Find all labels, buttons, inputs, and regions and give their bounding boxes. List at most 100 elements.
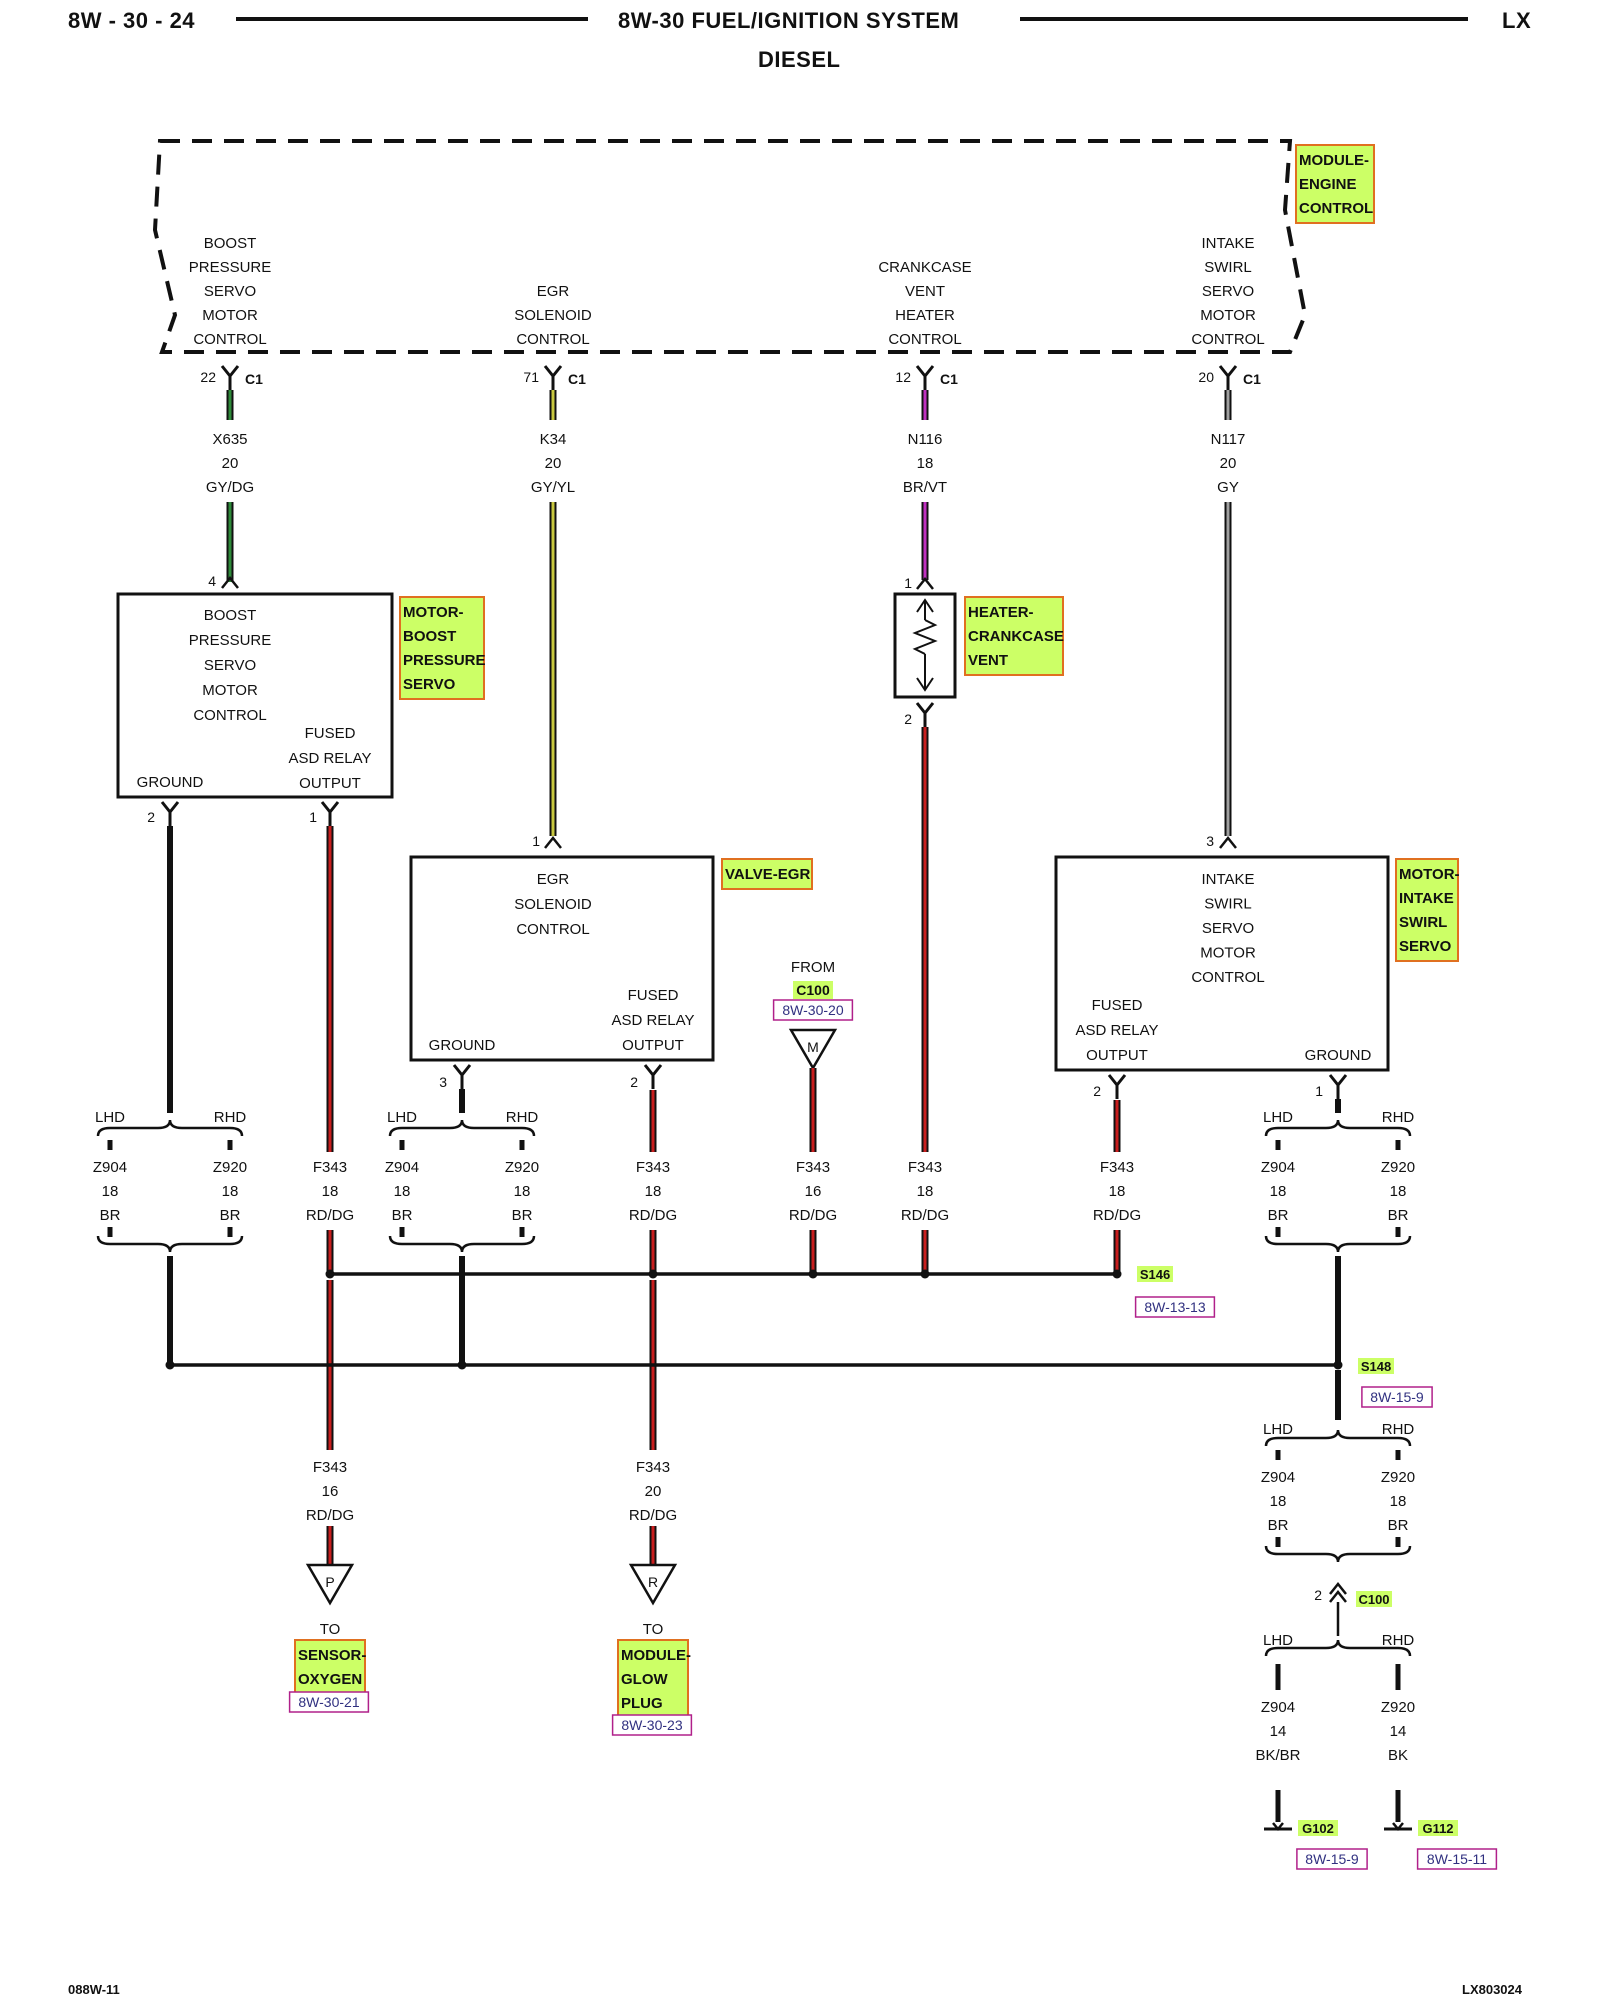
swirl-fused-label: OUTPUT <box>1086 1047 1148 1064</box>
br-wire-rhd-egr: BR <box>512 1207 533 1224</box>
br-wire-rhd-egr: Z920 <box>505 1159 539 1176</box>
lhd-rhd-join-c100 <box>1264 1545 1412 1563</box>
br-wire-lhd-egr: BR <box>392 1207 413 1224</box>
br-wire-rhd-egr: 18 <box>514 1183 531 1200</box>
s148-ref: 8W-15-9 <box>1370 1389 1424 1405</box>
swirl-motor-tag-text: SWIRL <box>1399 914 1447 931</box>
heater-tag-box <box>964 596 1064 676</box>
ecm-wire-label-1: 20 <box>545 455 562 472</box>
f343-label-egr: 18 <box>645 1183 662 1200</box>
lhd-label-boost: LHD <box>95 1109 125 1126</box>
ecm-wire-label-0: 20 <box>222 455 239 472</box>
br-wire-lhd-c100: Z904 <box>1261 1469 1295 1486</box>
boost-servo-box <box>116 592 394 799</box>
egr-pin-in-number: 1 <box>532 833 540 849</box>
ecm-connector-id-0: C1 <box>245 371 263 387</box>
egr-fused-label: ASD RELAY <box>611 1012 694 1029</box>
c100-name: C100 <box>1358 1592 1389 1607</box>
br-wire-lhd-c100: BR <box>1268 1517 1289 1534</box>
egr-pin-fused <box>643 1064 663 1089</box>
s148-junction-dot-2 <box>1333 1360 1343 1370</box>
s148-junction-dot-0 <box>165 1360 175 1370</box>
ecm-pin-label-3: CONTROL <box>1191 331 1264 348</box>
br-wire-rhd-c100: BR <box>1388 1517 1409 1534</box>
ecm-wire-label-2: BR/VT <box>903 479 947 496</box>
s148-tag-bg <box>1358 1358 1394 1374</box>
ecm-pin-number-3: 20 <box>1198 369 1214 385</box>
ecm-pin-connector-2 <box>915 365 935 390</box>
br-wire-lhd-boost: 18 <box>102 1183 119 1200</box>
ecm-pin-label-1: SOLENOID <box>514 307 592 324</box>
egr-ground-label: GROUND <box>429 1037 496 1054</box>
f343-label-heater: 18 <box>917 1183 934 1200</box>
c100-connector-icon <box>1329 1581 1347 1603</box>
swirl-pin-in-number: 3 <box>1206 833 1214 849</box>
g102-name: G102 <box>1302 1821 1334 1836</box>
ecm-wire-label-0: X635 <box>212 431 247 448</box>
ecm-pin-connector-0 <box>220 365 240 390</box>
glow-plug-tag-text: MODULE- <box>621 1647 691 1664</box>
to-glow-ref: 8W-30-23 <box>621 1717 682 1733</box>
ecm-pin-connector-3 <box>1218 365 1238 390</box>
ecm-pin-label-3: INTAKE <box>1201 235 1254 252</box>
boost-servo-tag-box <box>399 596 485 700</box>
f343-label-c100: RD/DG <box>789 1207 837 1224</box>
lhd-pin-low-egr <box>399 1227 405 1237</box>
f343-label-egr: RD/DG <box>629 1207 677 1224</box>
from-c100-label: FROM <box>791 959 835 976</box>
f343-label-c100: 16 <box>805 1183 822 1200</box>
br-wire-rhd-swirl: 18 <box>1390 1183 1407 1200</box>
boost-servo-tag-text: PRESSURE <box>403 652 486 669</box>
ground-wire-label-lhd: Z904 <box>1261 1699 1295 1716</box>
ecm-pin-label-2: HEATER <box>895 307 955 324</box>
page-title: 8W-30 FUEL/IGNITION SYSTEM <box>618 8 960 33</box>
ecm-wire-label-1: K34 <box>540 431 567 448</box>
br-wire-lhd-c100: 18 <box>1270 1493 1287 1510</box>
heater-element-icon <box>912 598 938 692</box>
swirl-ground-label: GROUND <box>1305 1047 1372 1064</box>
s146-junction-dot-1 <box>648 1269 658 1279</box>
swirl-motor-box <box>1054 855 1390 1072</box>
ecm-wire-label-1: GY/YL <box>531 479 575 496</box>
boost-ground-label: GROUND <box>137 774 204 791</box>
egr-pin-ground <box>452 1064 472 1089</box>
s146-name: S146 <box>1140 1267 1170 1282</box>
s148-junction-dot-1 <box>457 1360 467 1370</box>
to-oxygen-label: TO <box>320 1621 341 1638</box>
s146-ref-box <box>1134 1296 1216 1318</box>
f343-label-to-glow: 20 <box>645 1483 662 1500</box>
egr-pin-fused-number: 2 <box>630 1074 638 1090</box>
lhd-pin-boost <box>107 1140 113 1150</box>
rhd-pin-low-egr <box>519 1227 525 1237</box>
f343-label-swirl: RD/DG <box>1093 1207 1141 1224</box>
rhd-label-boost: RHD <box>214 1109 247 1126</box>
br-wire-rhd-swirl: BR <box>1388 1207 1409 1224</box>
swirl-motor-label: CONTROL <box>1191 969 1264 986</box>
page-subtitle: DIESEL <box>758 47 841 72</box>
egr-valve-label: EGR <box>537 871 570 888</box>
header-rule-right <box>1020 17 1468 21</box>
heater-tag-text: HEATER- <box>968 604 1034 621</box>
boost-pin-fused <box>320 801 340 826</box>
s146-junction-dot-0 <box>325 1269 335 1279</box>
boost-servo-label: PRESSURE <box>189 632 272 649</box>
glow-plug-tag-box <box>617 1639 689 1719</box>
f343-label-egr: F343 <box>636 1159 670 1176</box>
ecm-connector-id-3: C1 <box>1243 371 1261 387</box>
ecm-pin-label-0: PRESSURE <box>189 259 272 276</box>
lhd-label-c100: LHD <box>1263 1421 1293 1438</box>
rhd-label-ground: RHD <box>1382 1632 1415 1649</box>
lhd-pin-egr <box>399 1140 405 1150</box>
heater-pin-top <box>916 576 934 590</box>
g112-name: G112 <box>1422 1821 1453 1836</box>
f343-label-to-glow: F343 <box>636 1459 670 1476</box>
swirl-pin-fused-number: 2 <box>1093 1083 1101 1099</box>
c100-tag-bg <box>1356 1591 1392 1607</box>
ecm-tag-text: ENGINE <box>1299 176 1357 193</box>
heater-tag-text: CRANKCASE <box>968 628 1064 645</box>
egr-pin-ground-number: 3 <box>439 1074 447 1090</box>
footer-right-code: LX803024 <box>1462 1982 1522 1997</box>
swirl-motor-label: MOTOR <box>1200 945 1256 962</box>
rhd-label-swirl: RHD <box>1382 1109 1415 1126</box>
g112-ref: 8W-15-11 <box>1427 1851 1487 1867</box>
